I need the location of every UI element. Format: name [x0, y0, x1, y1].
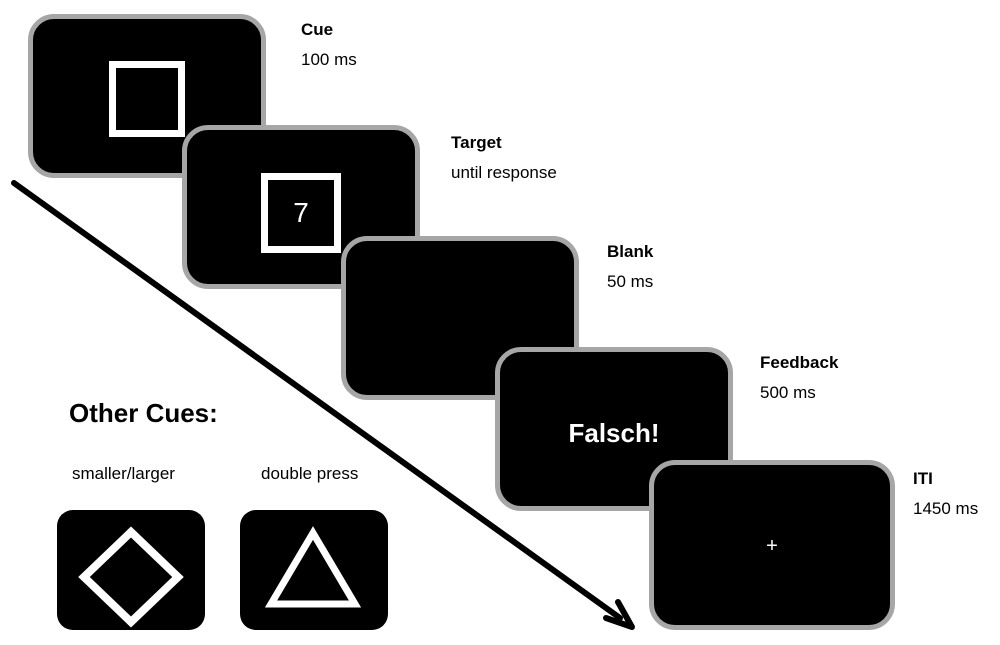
target-label: Target until response — [451, 128, 557, 188]
triangle-cue-caption: double press — [261, 464, 359, 483]
diamond-icon — [78, 526, 184, 628]
iti-duration: 1450 ms — [913, 499, 979, 518]
triangle-cue-box — [240, 510, 388, 630]
blank-duration: 50 ms — [607, 272, 654, 291]
square-cue-icon — [109, 61, 185, 137]
diamond-cue-box — [57, 510, 205, 630]
target-duration: until response — [451, 163, 557, 182]
feedback-duration: 500 ms — [760, 383, 816, 402]
blank-name: Blank — [607, 242, 654, 261]
iti-label: ITI 1450 ms — [913, 464, 978, 524]
feedback-screen: Falsch! — [495, 347, 733, 511]
cue-name: Cue — [301, 20, 334, 39]
fixation-cross: + — [766, 535, 778, 557]
iti-name: ITI — [913, 469, 933, 488]
target-digit: 7 — [293, 197, 309, 228]
iti-screen: + — [649, 460, 895, 630]
cue-screen — [28, 14, 266, 178]
feedback-label: Feedback 500 ms — [760, 348, 838, 408]
target-name: Target — [451, 133, 502, 152]
cue-label: Cue 100 ms — [301, 15, 357, 75]
blank-label: Blank 50 ms — [607, 237, 653, 297]
target-screen: 7 — [182, 125, 420, 289]
feedback-message: Falsch! — [568, 418, 660, 448]
diamond-cue-caption: smaller/larger — [72, 464, 175, 483]
cue-duration: 100 ms — [301, 50, 357, 69]
triangle-icon — [264, 526, 362, 608]
feedback-name: Feedback — [760, 353, 839, 372]
other-cues-title: Other Cues: — [69, 398, 218, 428]
target-square-icon: 7 — [261, 173, 341, 253]
